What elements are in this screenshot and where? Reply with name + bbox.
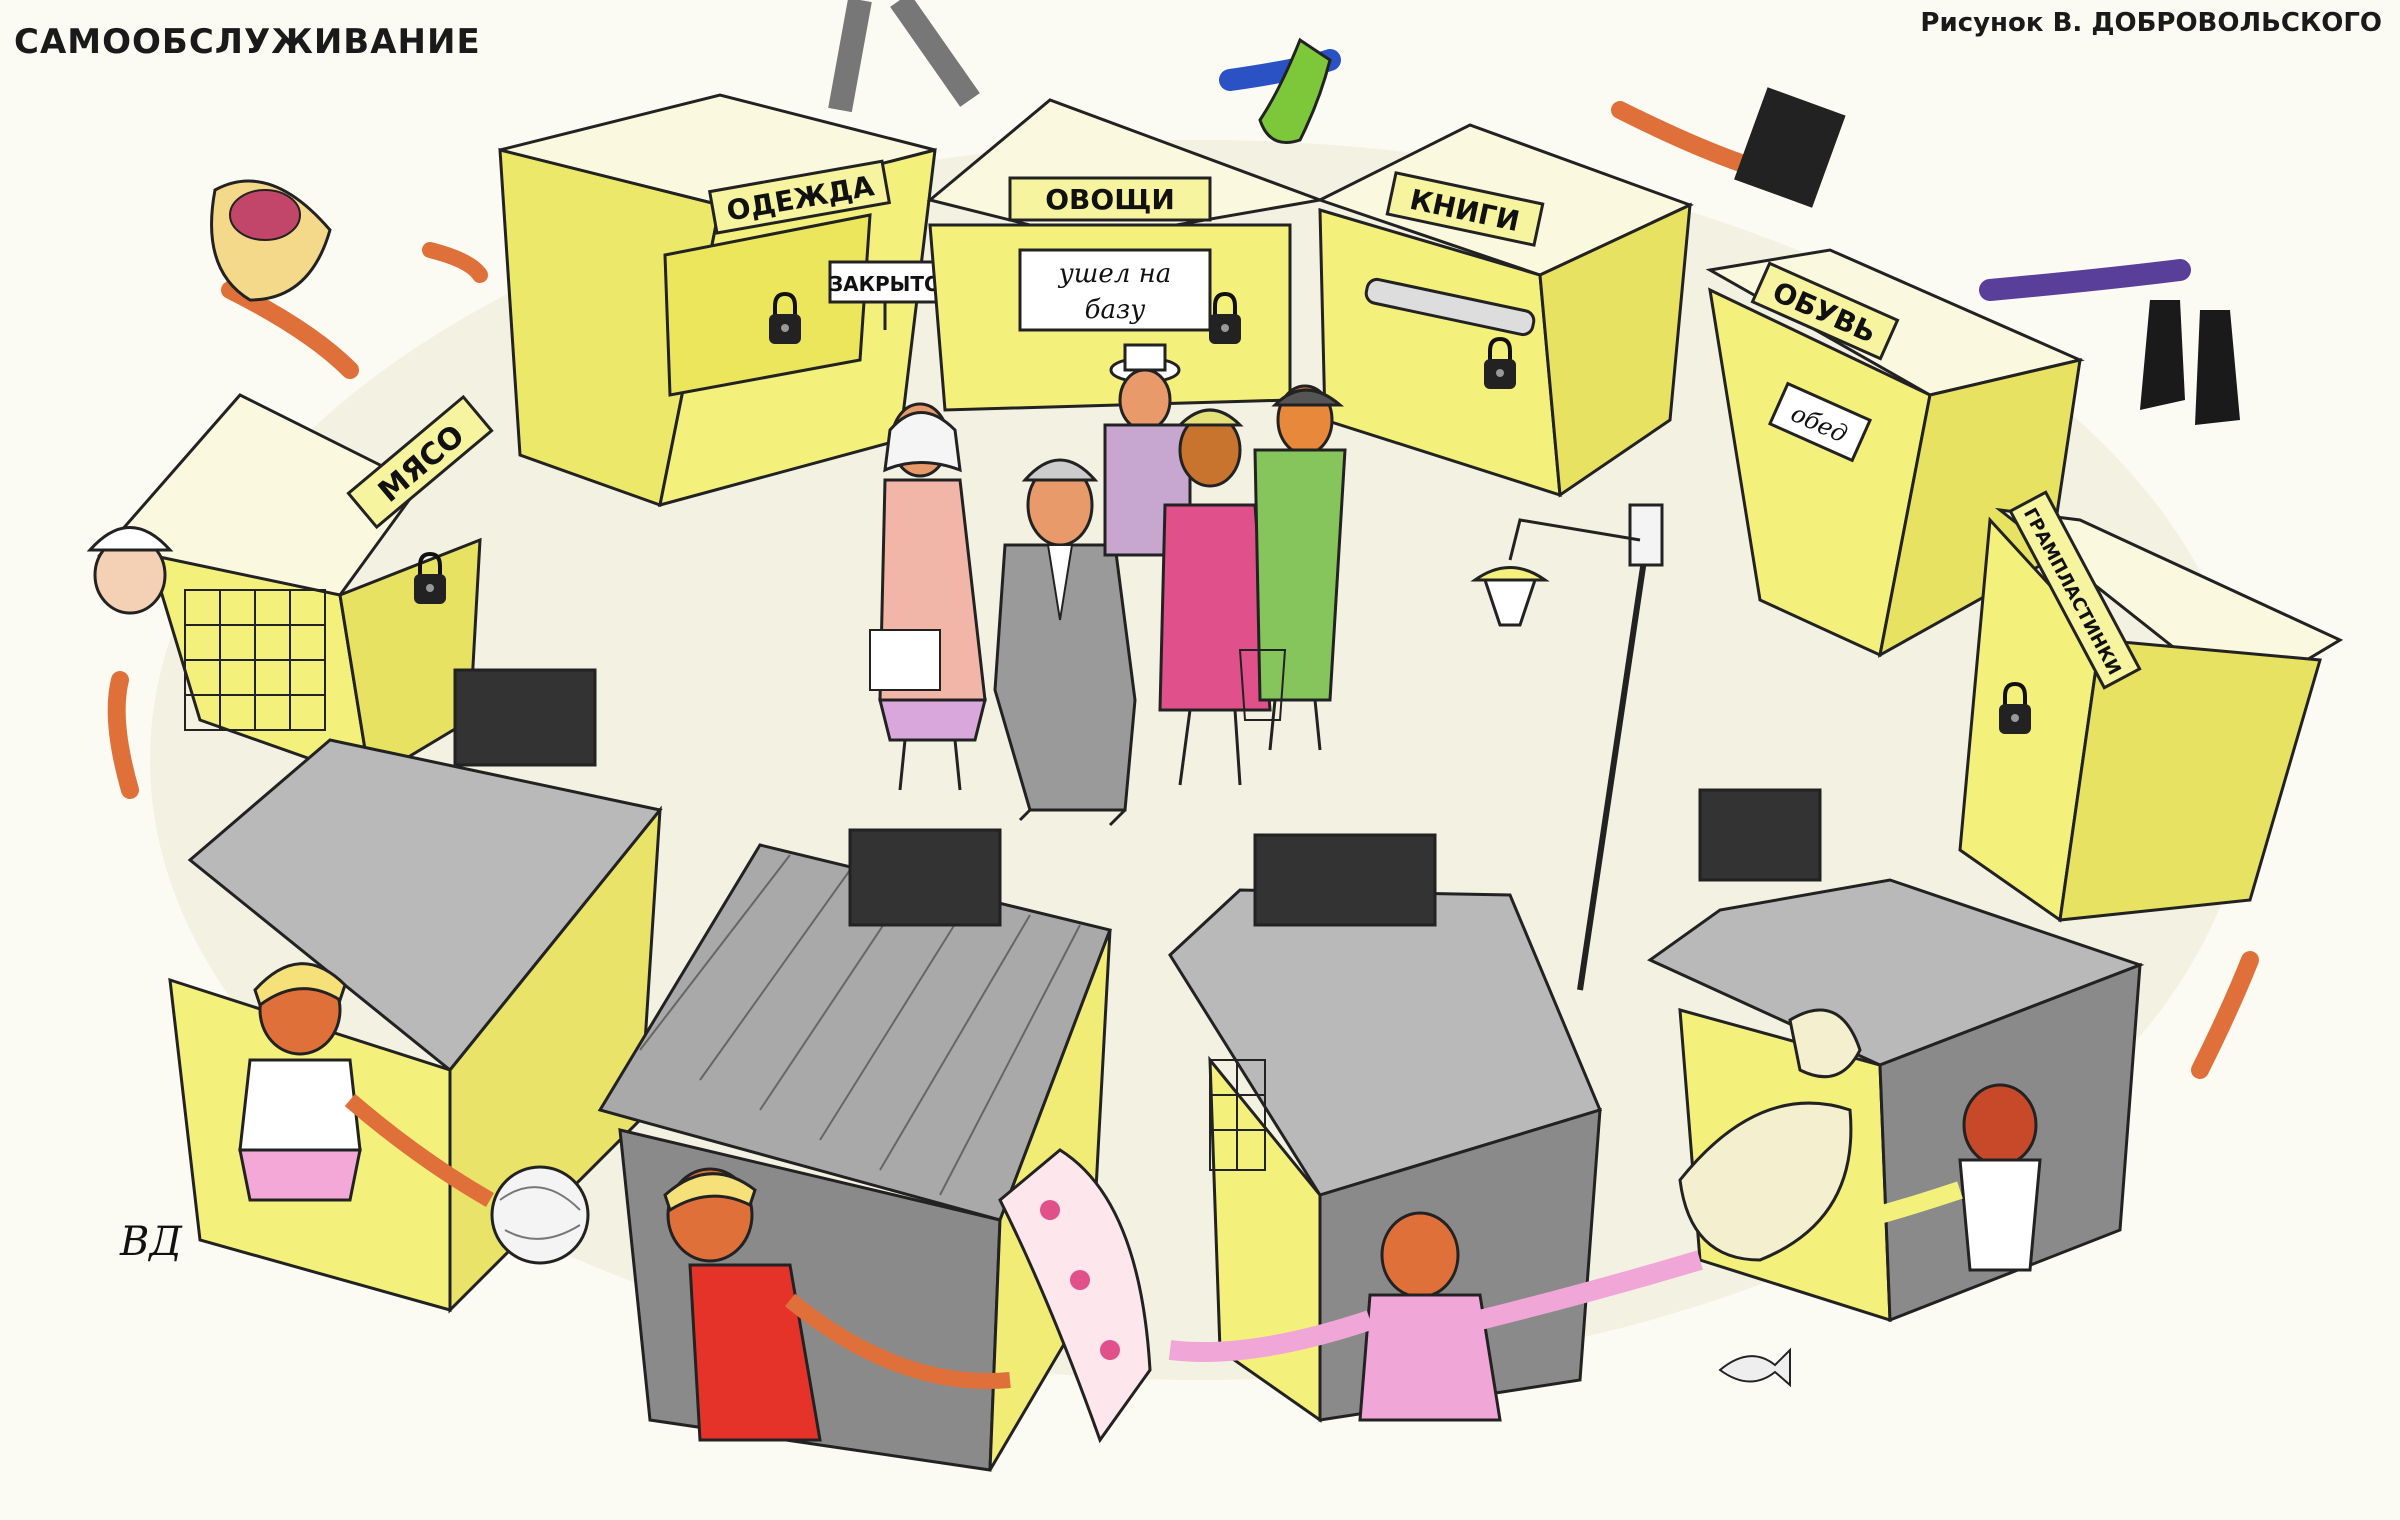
note-zakryto: ЗАКРЫТО	[829, 272, 941, 296]
stall-odezhda: ОДЕЖДА ЗАКРЫТО	[498, 93, 942, 508]
stall-gramplastinki: ГРАМПЛАСТИНКИ	[1958, 490, 2344, 923]
vendor-man-fish	[1678, 1008, 2042, 1272]
customer-woman-pink	[1158, 408, 1272, 786]
note-ushel-line1: ушел на	[1058, 259, 1172, 289]
walking-legs	[828, 0, 980, 113]
cartoon-title: САМООБСЛУЖИВАНИЕ	[14, 22, 481, 62]
sign-ovoshchi: ОВОЩИ	[1045, 183, 1175, 216]
ham-icon	[210, 179, 332, 302]
street-lamp	[1470, 503, 1664, 991]
customer-woman-headscarf	[869, 402, 987, 791]
vendor-man-pink-suit	[998, 1148, 1703, 1444]
customer-man-hat	[1103, 343, 1192, 557]
cook-figure	[86, 526, 174, 615]
stall-obuv: ОБУВЬ обед	[1705, 248, 2085, 658]
stall-ovoshchi: ОВОЩИ ушел на базу	[926, 98, 1326, 412]
fish-icon	[1718, 1347, 1791, 1388]
customer-man-green	[1238, 384, 1347, 751]
book-icon	[1734, 87, 1846, 208]
note-ushel-line2: базу	[1085, 295, 1146, 325]
artist-credit: Рисунок В. ДОБРОВОЛЬСКОГО	[1920, 8, 2382, 38]
boots-icon	[2140, 300, 2240, 425]
vendor-woman-yarn	[238, 962, 590, 1265]
green-scarf-icon	[1258, 37, 1332, 144]
artist-signature: ВД	[119, 1219, 183, 1265]
vendor-woman-red	[663, 1167, 1011, 1442]
customers-group	[869, 343, 1347, 827]
stall-knigi: КНИГИ	[1316, 123, 1694, 498]
